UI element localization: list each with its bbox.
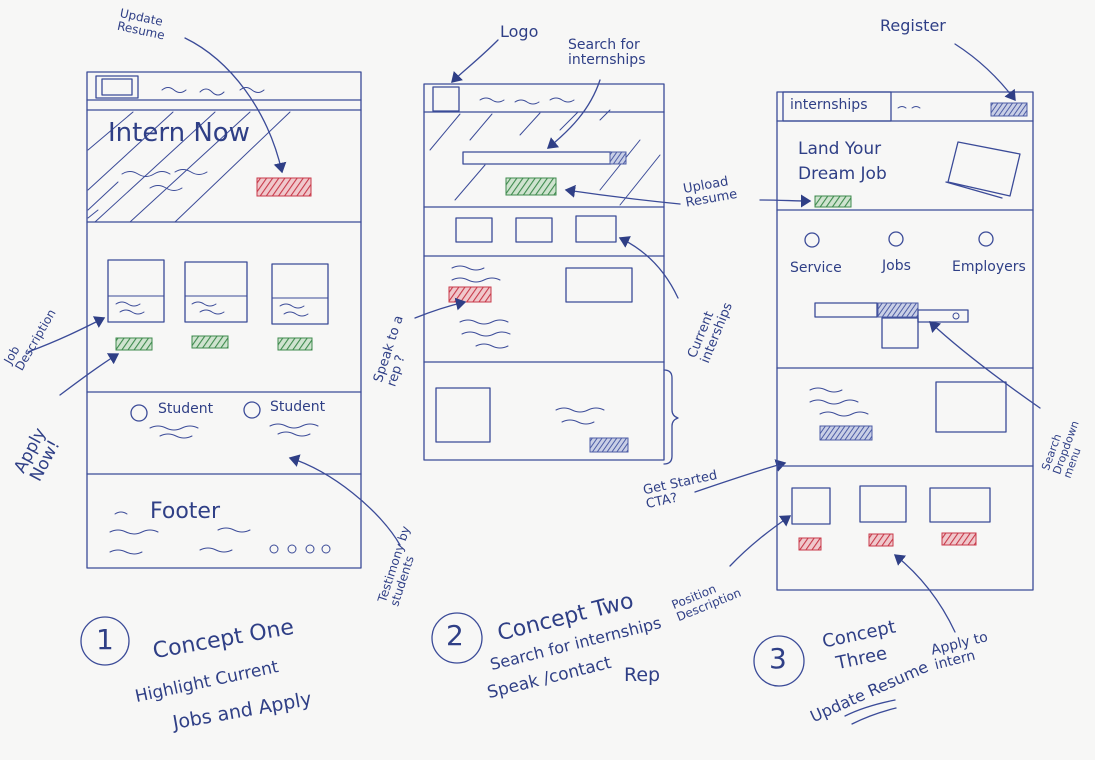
concept1-number: 1 [96,623,114,656]
student-avatar-icon [243,401,261,419]
jobs-icon [888,231,904,247]
service-label: Service [790,260,842,276]
testimonial-student-2: Student [270,399,326,415]
footer-label: Footer [150,499,220,524]
concept3-wireframe [759,43,1041,633]
concept2-wireframe [414,39,792,567]
jobs-label: Jobs [882,258,911,274]
hero-title-line2: Dream Job [798,164,887,184]
testimonial-student-1: Student [158,401,214,417]
employers-icon [978,231,994,247]
update-resume-button [256,177,312,197]
concept1-hero-title: Intern Now [108,118,250,148]
employers-label: Employers [952,259,1026,275]
concept2-line4: Rep [624,664,661,686]
concept2-number: 2 [446,619,464,652]
annotation-logo: Logo [500,22,539,41]
register-button [990,102,1028,117]
laptop-icon [945,141,1021,199]
service-icon [804,232,820,248]
internships-logo: internships [790,97,868,113]
annotation-search: Search for internships [568,37,646,68]
student-avatar-icon [130,404,148,422]
hero-title-line1: Land Your [798,139,882,159]
job-cards [107,259,329,351]
annotation-register: Register [880,16,946,35]
concept3-number: 3 [769,642,787,675]
speak-to-rep-button [448,286,492,303]
upload-resume-button [505,177,557,196]
concept1-wireframe [27,37,401,569]
concept-numbers [80,612,897,725]
